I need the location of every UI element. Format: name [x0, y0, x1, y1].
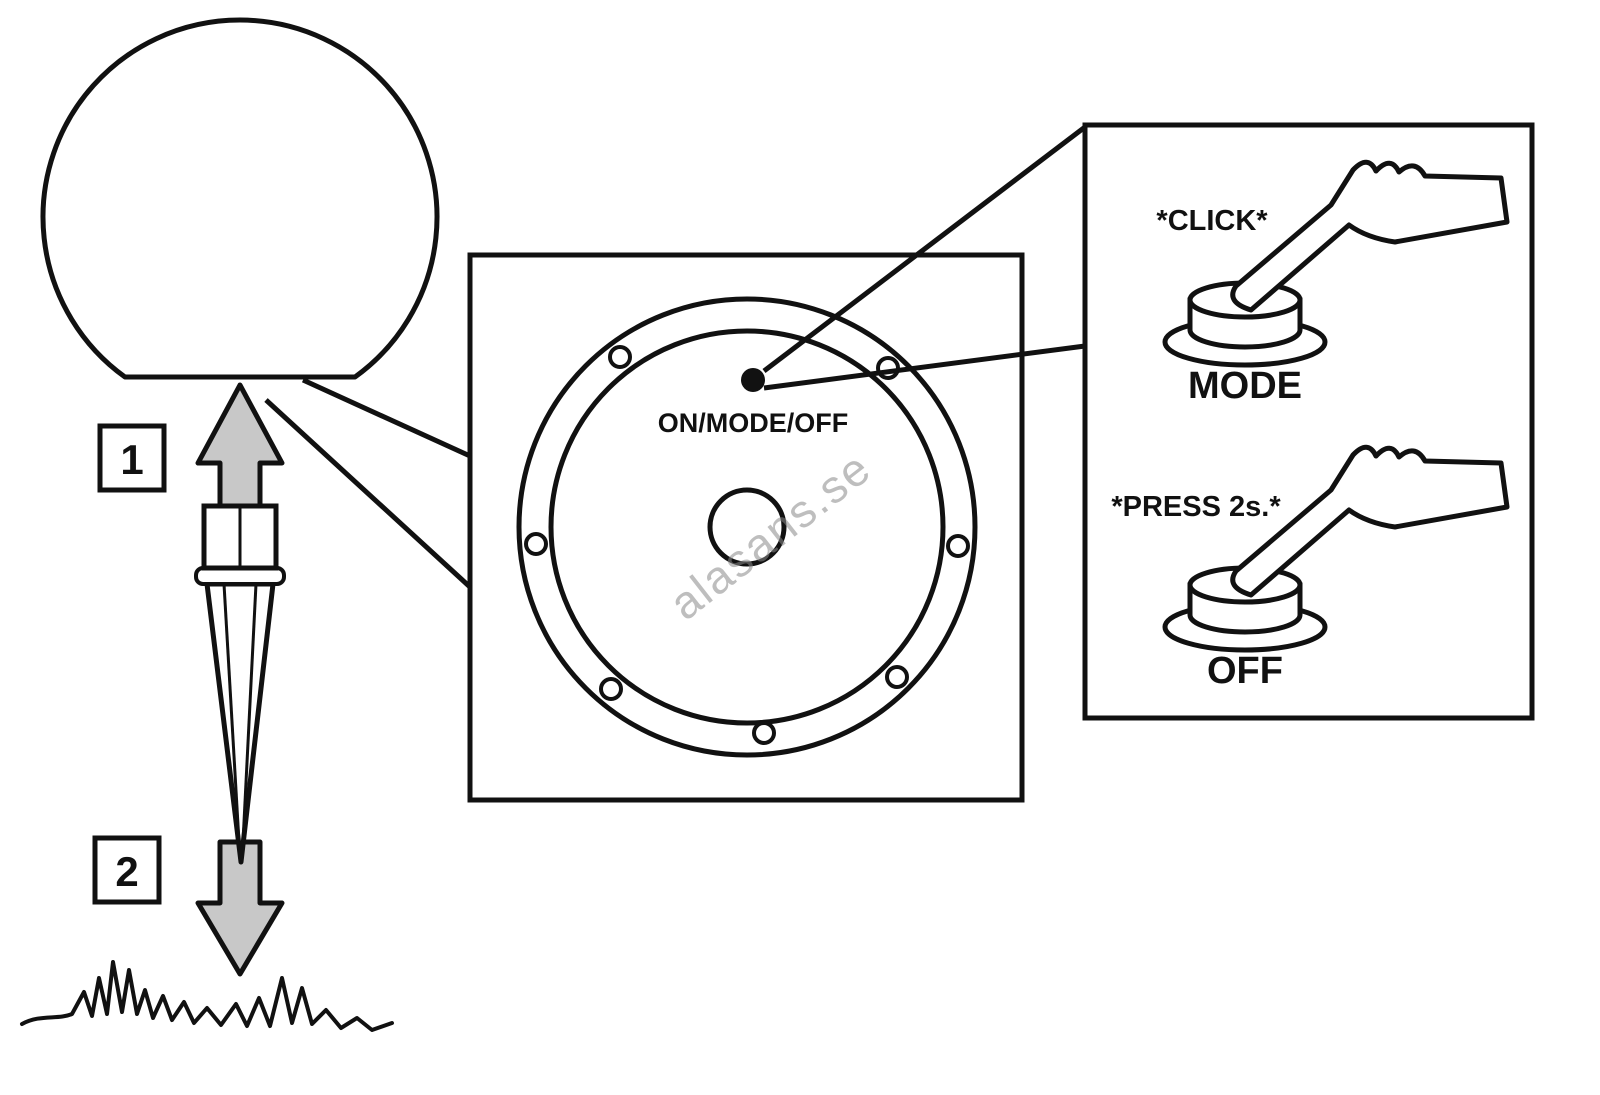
- callout-line-button-bottom: [763, 343, 1086, 391]
- ground-spike: [204, 581, 276, 865]
- step-2-box: [92, 835, 162, 905]
- callout-line-lamp-bottom: [264, 398, 472, 589]
- step-1-box: [97, 423, 167, 493]
- callout-line-lamp-top: [301, 377, 472, 459]
- on-mode-off-button-dot[interactable]: [741, 368, 765, 392]
- callout-line-button-top: [762, 125, 1087, 373]
- screw-hole: [946, 534, 970, 558]
- off-caption: OFF: [1207, 650, 1283, 692]
- screw-hole: [524, 532, 548, 556]
- screw-hole: [752, 721, 776, 745]
- screw-hole: [608, 345, 632, 369]
- on-mode-off-label: ON/MODE/OFF: [658, 408, 849, 438]
- step-2-label: 2: [115, 848, 138, 895]
- grass-icon: [20, 960, 394, 1032]
- base-center-hub: [707, 487, 787, 567]
- press-2s-caption: *PRESS 2s.*: [1111, 491, 1281, 523]
- lamp-globe: [40, 17, 440, 380]
- step-1-label: 1: [120, 436, 143, 483]
- screw-hole: [599, 677, 623, 701]
- click-caption: *CLICK*: [1156, 205, 1268, 237]
- mode-caption: MODE: [1188, 365, 1302, 407]
- screw-hole: [885, 665, 909, 689]
- spike-facet-line-left: [222, 583, 241, 843]
- spike-facet-line-right: [241, 583, 258, 843]
